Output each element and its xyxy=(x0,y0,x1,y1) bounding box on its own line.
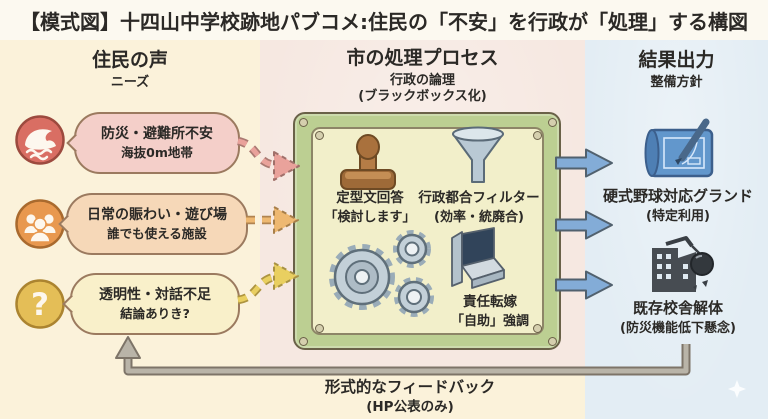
process-label-blame-shift: 責任転嫁 「自助」強調 xyxy=(428,292,552,331)
process-label-line2: (効率・統廃合) xyxy=(434,210,524,225)
output-label-line2: (防災機能低下懸念) xyxy=(620,321,736,336)
process-column-note: (ブラックボックス化) xyxy=(358,89,487,104)
screw-icon xyxy=(548,337,557,346)
feedback-label: 形式的なフィードバック (HP公表のみ) xyxy=(255,377,565,417)
screw-icon xyxy=(533,131,542,140)
feedback-label-line1: 形式的なフィードバック xyxy=(324,378,496,396)
voice-bubble-line2: 誰でも使える施設 xyxy=(107,226,207,241)
process-column-title: 市の処理プロセス xyxy=(346,47,499,69)
voice-bubble-line1: 透明性・対話不足 xyxy=(99,287,211,303)
wave-icon xyxy=(15,115,65,165)
screw-icon xyxy=(533,324,542,333)
process-label-template-reply: 定型文回答 「検討します」 xyxy=(305,188,435,227)
output-label-line1: 既存校舎解体 xyxy=(632,299,723,317)
process-label-line1: 責任転嫁 xyxy=(463,294,517,310)
question-icon: ? xyxy=(15,279,65,329)
voice-bubble-transparency: 透明性・対話不足 結論ありき? xyxy=(70,273,240,335)
process-column-subtitle: 行政の論理 xyxy=(389,72,455,88)
people-icon xyxy=(15,199,65,249)
output-column-title: 結果出力 xyxy=(638,49,715,71)
screw-icon xyxy=(299,118,308,127)
output-column-header: 結果出力 整備方針 xyxy=(585,49,768,91)
svg-text:?: ? xyxy=(31,287,49,323)
dustpan-icon xyxy=(451,227,505,289)
process-label-line2: 「検討します」 xyxy=(324,210,416,225)
screw-icon xyxy=(315,131,324,140)
screw-icon xyxy=(299,337,308,346)
funnel-icon xyxy=(452,126,504,183)
output-label-ground: 硬式野球対応グランド (特定利用) xyxy=(588,186,768,226)
voice-bubble-disaster: 防災・避難所不安 海抜0m地帯 xyxy=(74,112,240,174)
diagram-title: 【模式図】十四山中学校跡地パブコメ:住民の「不安」を行政が「処理」する構図 xyxy=(20,9,748,34)
stamp-icon xyxy=(340,134,396,190)
output-column-subtitle: 整備方針 xyxy=(650,74,703,90)
gears-icon xyxy=(329,230,434,317)
output-label-line1: 硬式野球対応グランド xyxy=(602,187,753,205)
blueprint-icon xyxy=(644,118,714,178)
residents-column-subtitle: ニーズ xyxy=(110,74,150,90)
screw-icon xyxy=(315,324,324,333)
voice-bubble-line1: 防災・避難所不安 xyxy=(101,126,213,142)
process-column-header: 市の処理プロセス 行政の論理 (ブラックボックス化) xyxy=(260,47,585,105)
residents-column-header: 住民の声 ニーズ xyxy=(0,49,260,91)
voice-bubble-line1: 日常の賑わい・遊び場 xyxy=(87,207,227,223)
voice-bubble-line2: 結論ありき? xyxy=(120,306,190,321)
feedback-label-line2: (HP公表のみ) xyxy=(366,399,454,415)
voice-bubble-community: 日常の賑わい・遊び場 誰でも使える施設 xyxy=(66,193,248,255)
output-label-line2: (特定利用) xyxy=(646,209,710,224)
process-label-filter: 行政都合フィルター (効率・統廃合) xyxy=(414,188,544,227)
title-bar: 【模式図】十四山中学校跡地パブコメ:住民の「不安」を行政が「処理」する構図 xyxy=(0,0,768,40)
residents-column-title: 住民の声 xyxy=(91,49,168,71)
voice-bubble-line2: 海抜0m地帯 xyxy=(121,145,193,160)
process-label-line2: 「自助」強調 xyxy=(450,314,529,329)
screw-icon xyxy=(548,118,557,127)
demolition-icon xyxy=(652,236,714,292)
output-label-demolition: 既存校舎解体 (防災機能低下懸念) xyxy=(588,298,768,338)
process-label-line1: 定型文回答 xyxy=(336,190,404,206)
process-label-line1: 行政都合フィルター xyxy=(418,190,540,206)
